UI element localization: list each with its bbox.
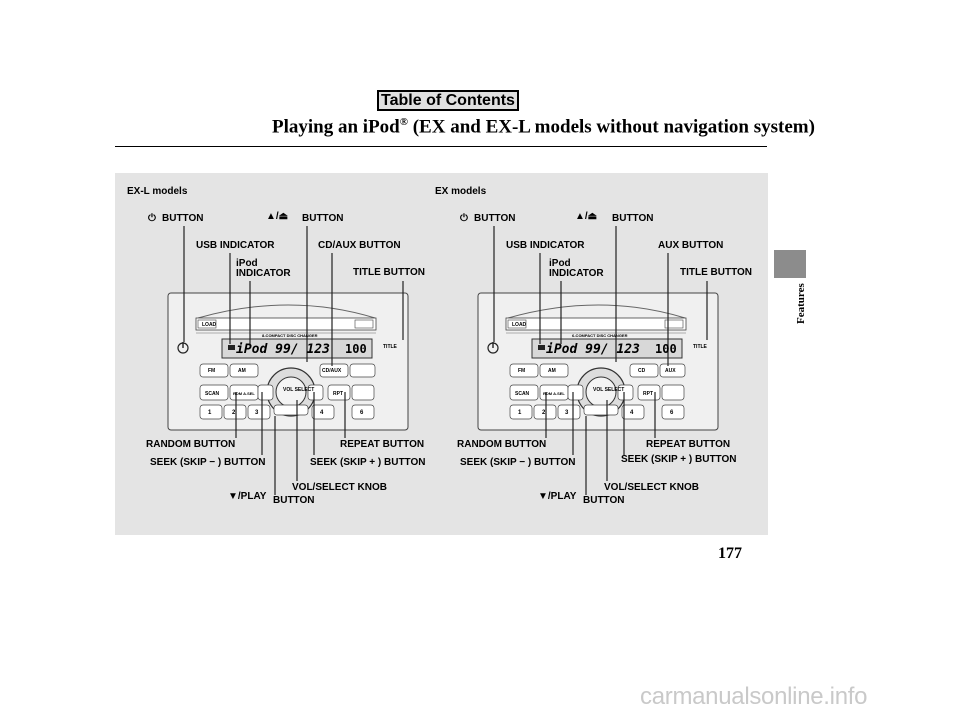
am-button[interactable]: AM [548,368,556,374]
callout-usb-indicator: USB INDICATOR [196,240,275,251]
watermark: carmanualsonline.info [640,683,868,710]
callout-power-button: BUTTON [474,213,516,224]
callout-aux-button: AUX BUTTON [658,240,724,251]
rdm-button[interactable]: RDM A.SEL [543,391,565,396]
callout-repeat-button: REPEAT BUTTON [340,439,425,450]
am-button[interactable]: AM [238,368,246,374]
callout-ipod-indicator-1: iPod [236,258,258,269]
aux-button[interactable]: AUX [665,368,676,374]
display-track: 100 [655,342,677,356]
callout-title-button: TITLE BUTTON [353,267,426,278]
rdm-button[interactable]: RDM A.SEL [233,391,255,396]
preset-4[interactable]: 4 [630,410,634,416]
callout-random-button: RANDOM BUTTON [457,439,547,450]
vol-knob[interactable]: VOL SELECT [593,387,625,393]
callout-seek-plus: SEEK (SKIP + ) BUTTON [621,454,737,465]
preset-3[interactable]: 3 [255,410,259,416]
callout-ipod-indicator-2: INDICATOR [549,268,604,279]
preset-2[interactable]: 2 [542,410,546,416]
callout-seek-minus: SEEK (SKIP − ) BUTTON [150,457,266,468]
page-number: 177 [718,545,742,562]
scan-button[interactable]: SCAN [205,391,220,397]
callout-eject-button: BUTTON [612,213,654,224]
callout-cd-aux-button: CD/AUX BUTTON [318,240,401,251]
title-face-label: TITLE [693,344,707,350]
preset-1[interactable]: 1 [208,410,212,416]
changer-label: 6-COMPACT DISC CHANGER [572,333,628,338]
page-title: Playing an iPod® (EX and EX-L models wit… [272,116,815,138]
preset-4[interactable]: 4 [320,410,324,416]
callout-usb-indicator: USB INDICATOR [506,240,585,251]
callout-play-2: BUTTON [583,495,625,506]
title-rule [115,146,767,147]
section-label-exl: EX-L models [127,186,188,197]
callout-eject-button: BUTTON [302,213,344,224]
radio-face-exl [167,226,409,495]
callout-power-button: BUTTON [162,213,204,224]
callout-vol-knob: VOL/SELECT KNOB [604,482,700,493]
eject-icon: ▲/⏏ [266,211,289,222]
title-face-label: TITLE [383,344,397,350]
callout-ipod-indicator-1: iPod [549,258,571,269]
callout-seek-minus: SEEK (SKIP − ) BUTTON [460,457,576,468]
table-of-contents-button[interactable]: Table of Contents [377,90,519,111]
callout-play-2: BUTTON [273,495,315,506]
preset-2[interactable]: 2 [232,410,236,416]
power-icon: ⏻ [148,213,156,224]
callout-play-1: ▼/PLAY [538,491,577,502]
cd-aux-button[interactable]: CD/AUX [322,368,342,374]
display-text: iPod 99/ 123 [236,342,330,357]
display-track: 100 [345,342,367,356]
preset-3[interactable]: 3 [565,410,569,416]
callout-vol-knob: VOL/SELECT KNOB [292,482,388,493]
vol-knob[interactable]: VOL SELECT [283,387,315,393]
section-label-ex: EX models [435,186,487,197]
radio-face-ex [477,226,719,495]
power-icon: ⏻ [460,213,468,224]
scan-button[interactable]: SCAN [515,391,530,397]
callout-ipod-indicator-2: INDICATOR [236,268,291,279]
eject-icon: ▲/⏏ [575,211,598,222]
section-tab-marker [774,250,806,278]
registered-mark: ® [399,116,408,128]
callout-random-button: RANDOM BUTTON [146,439,236,450]
changer-label: 8-COMPACT DISC CHANGER [262,333,318,338]
load-label: LOAD [512,322,527,328]
preset-6[interactable]: 6 [360,410,364,416]
fm-button[interactable]: FM [208,368,216,374]
display-text: iPod 99/ 123 [546,342,640,357]
preset-6[interactable]: 6 [670,410,674,416]
rpt-button[interactable]: RPT [333,391,343,397]
callout-title-button: TITLE BUTTON [680,267,753,278]
cd-button[interactable]: CD [638,368,646,374]
preset-1[interactable]: 1 [518,410,522,416]
fm-button[interactable]: FM [518,368,526,374]
load-label: LOAD [202,322,217,328]
callout-play-1: ▼/PLAY [228,491,267,502]
callout-seek-plus: SEEK (SKIP + ) BUTTON [310,457,426,468]
rpt-button[interactable]: RPT [643,391,653,397]
callout-repeat-button: REPEAT BUTTON [646,439,731,450]
